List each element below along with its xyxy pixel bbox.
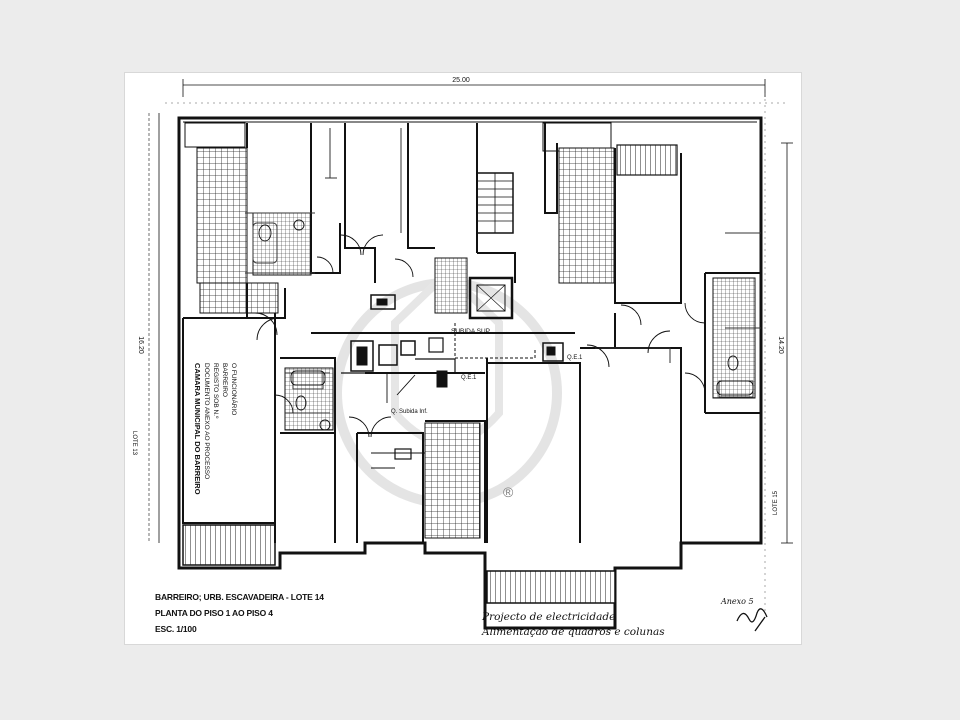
shaft-tiles: [434, 257, 468, 314]
dimension-right-height: 14.20 LOTE 15: [764, 93, 793, 613]
terrace-top-left: [184, 122, 246, 148]
stamp-line-1: CAMARA MUNICIPAL DO BARREIRO: [193, 363, 202, 495]
door-swings: [254, 234, 706, 438]
kitchen-tiles-left: [196, 147, 248, 284]
signature-mark: [736, 608, 768, 632]
drawing-sheet: ® 25.00 16.20 LOTE 13 14.20 LOTE 15: [125, 73, 801, 644]
left-lot-label: LOTE 13: [131, 431, 137, 456]
municipal-stamp: CAMARA MUNICIPAL DO BARREIRO DOCUMENTO A…: [193, 363, 239, 495]
elevator-shaft: [468, 276, 514, 320]
label-subida: Q. Subida Inf.: [391, 409, 428, 415]
balcony-bottom-left: [182, 524, 276, 566]
bath-fixtures: [258, 219, 754, 431]
floor-plan-drawing: ® 25.00 16.20 LOTE 13 14.20 LOTE 15: [131, 77, 793, 632]
title-block-line-1: BARREIRO; URB. ESCAVADEIRA - LOTE 14: [155, 592, 324, 602]
label-qe-right: Q.E.1: [567, 355, 583, 361]
balcony-bottom-center: [486, 570, 616, 604]
dimension-width-label: 25.00: [452, 77, 470, 84]
bathroom-tiles-center: [284, 367, 334, 431]
right-lot-label: LOTE 15: [773, 490, 779, 515]
stair-core: [468, 172, 514, 320]
bathroom-tiles-right: [712, 277, 756, 399]
kitchen-tiles-center: [424, 422, 481, 539]
dimension-left-label: 16.20: [137, 336, 144, 354]
stamp-line-4: BARREIRO: [221, 363, 228, 397]
stamp-line-3: REGISTO SOB N.º: [212, 363, 219, 419]
dimension-right-label: 14.20: [777, 336, 784, 354]
watermark-registered: ®: [503, 484, 514, 500]
dimension-left-height: 16.20 LOTE 13: [131, 113, 160, 543]
stamp-line-2: DOCUMENTO ANEXO AO PROCESSO: [203, 363, 210, 479]
label-column-top: SUBIDA SUP: [451, 328, 490, 335]
electrical-panels: [341, 294, 564, 469]
kitchen-tiles-right: [558, 147, 615, 284]
terrace-top-right: [542, 122, 612, 152]
stamp-line-5: O FUNCIONÁRIO: [230, 363, 239, 415]
title-block-line-2: PLANTA DO PISO 1 AO PISO 4: [155, 608, 273, 618]
handwritten-project-line-2: Alimentação de quadros e colunas: [482, 626, 665, 638]
bathroom-tiles-left: [252, 212, 312, 276]
handwritten-project-line-1: Projecto de electricidade: [482, 611, 616, 623]
room-partitions: [245, 128, 761, 414]
dimension-overall-width: 25.00: [165, 77, 785, 104]
balcony-top-right: [616, 144, 678, 176]
building-outline: [177, 116, 763, 630]
laundry-tiles-left: [199, 282, 279, 314]
label-qe-center: Q.E.1: [461, 375, 477, 381]
handwritten-annex: Anexo 5: [721, 597, 754, 606]
title-block-line-3: ESC. 1/100: [155, 624, 197, 634]
